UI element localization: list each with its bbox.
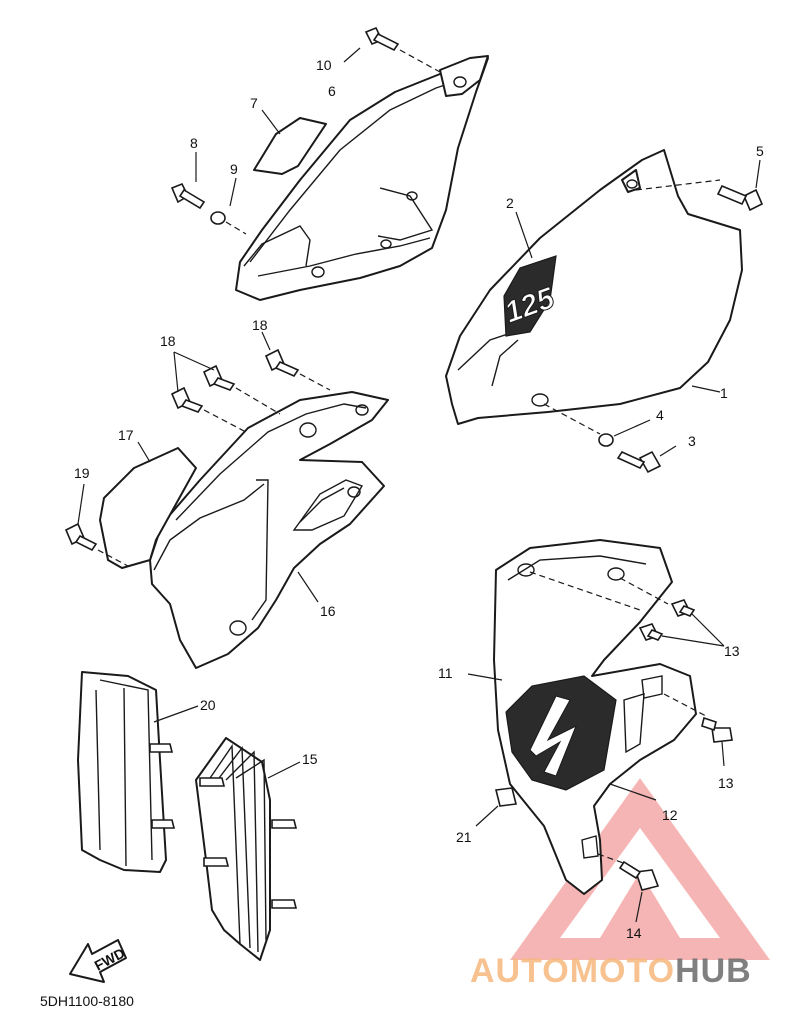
callout-13a: 13 <box>724 643 740 659</box>
part-14-bolt <box>597 853 660 923</box>
callout-1: 1 <box>720 385 728 401</box>
callout-11: 11 <box>438 665 453 681</box>
part-20-radiator-guard <box>77 671 199 873</box>
part-13-bolt-pair <box>638 599 725 647</box>
part-10-bolt <box>343 26 441 73</box>
watermark-text-part2: HUB <box>675 952 752 990</box>
part-2-decal-125: 125 <box>500 211 560 337</box>
callout-7: 7 <box>250 95 258 111</box>
part-15-louvered-guard <box>195 737 301 961</box>
part-8-bolt <box>170 152 206 210</box>
part-1-side-cover-right <box>445 149 743 435</box>
part-17-panel <box>99 441 197 569</box>
callout-14: 14 <box>626 925 642 941</box>
callout-16: 16 <box>320 603 336 619</box>
callout-15: 15 <box>302 751 318 767</box>
part-3-bolt <box>616 445 677 474</box>
part-6-side-cover-upper <box>235 55 489 301</box>
callout-3: 3 <box>688 433 696 449</box>
part-21-clip <box>475 787 517 827</box>
callout-labels: 1 2 3 4 5 6 7 8 9 10 11 12 13 13 13 14 1… <box>74 57 764 941</box>
callout-2: 2 <box>506 195 514 211</box>
callout-13b: 13 <box>718 775 734 791</box>
callout-12: 12 <box>662 807 678 823</box>
callout-5: 5 <box>756 143 764 159</box>
callout-21: 21 <box>456 829 472 845</box>
watermark-text-part1: AUTOMOTO <box>470 952 675 990</box>
part-5-bolt <box>716 159 764 212</box>
callout-18b: 18 <box>252 317 268 333</box>
callout-18a: 18 <box>160 333 176 349</box>
part-19-bolt <box>64 483 129 567</box>
part-13-bolt-single <box>701 716 733 767</box>
callout-10: 10 <box>316 57 332 73</box>
callout-20: 20 <box>200 697 216 713</box>
watermark-text: AUTOMOTOHUB <box>470 952 752 990</box>
callout-4: 4 <box>656 407 664 423</box>
part-18-bolt-upper <box>261 331 331 391</box>
part-12-decal-yz <box>505 675 657 801</box>
part-16-radiator-shroud-left <box>149 391 389 669</box>
part-7-decal <box>253 109 327 175</box>
part-9-washer <box>210 177 247 235</box>
callout-9: 9 <box>230 161 238 177</box>
part-code: 5DH1100-8180 <box>40 993 134 1009</box>
callout-19: 19 <box>74 465 90 481</box>
part-4-washer <box>598 419 651 447</box>
callout-6: 6 <box>328 83 336 99</box>
callout-8: 8 <box>190 135 198 151</box>
part-18-bolt-pair <box>170 351 281 433</box>
callout-17: 17 <box>118 427 134 443</box>
fwd-arrow-icon: FWD <box>69 939 127 983</box>
